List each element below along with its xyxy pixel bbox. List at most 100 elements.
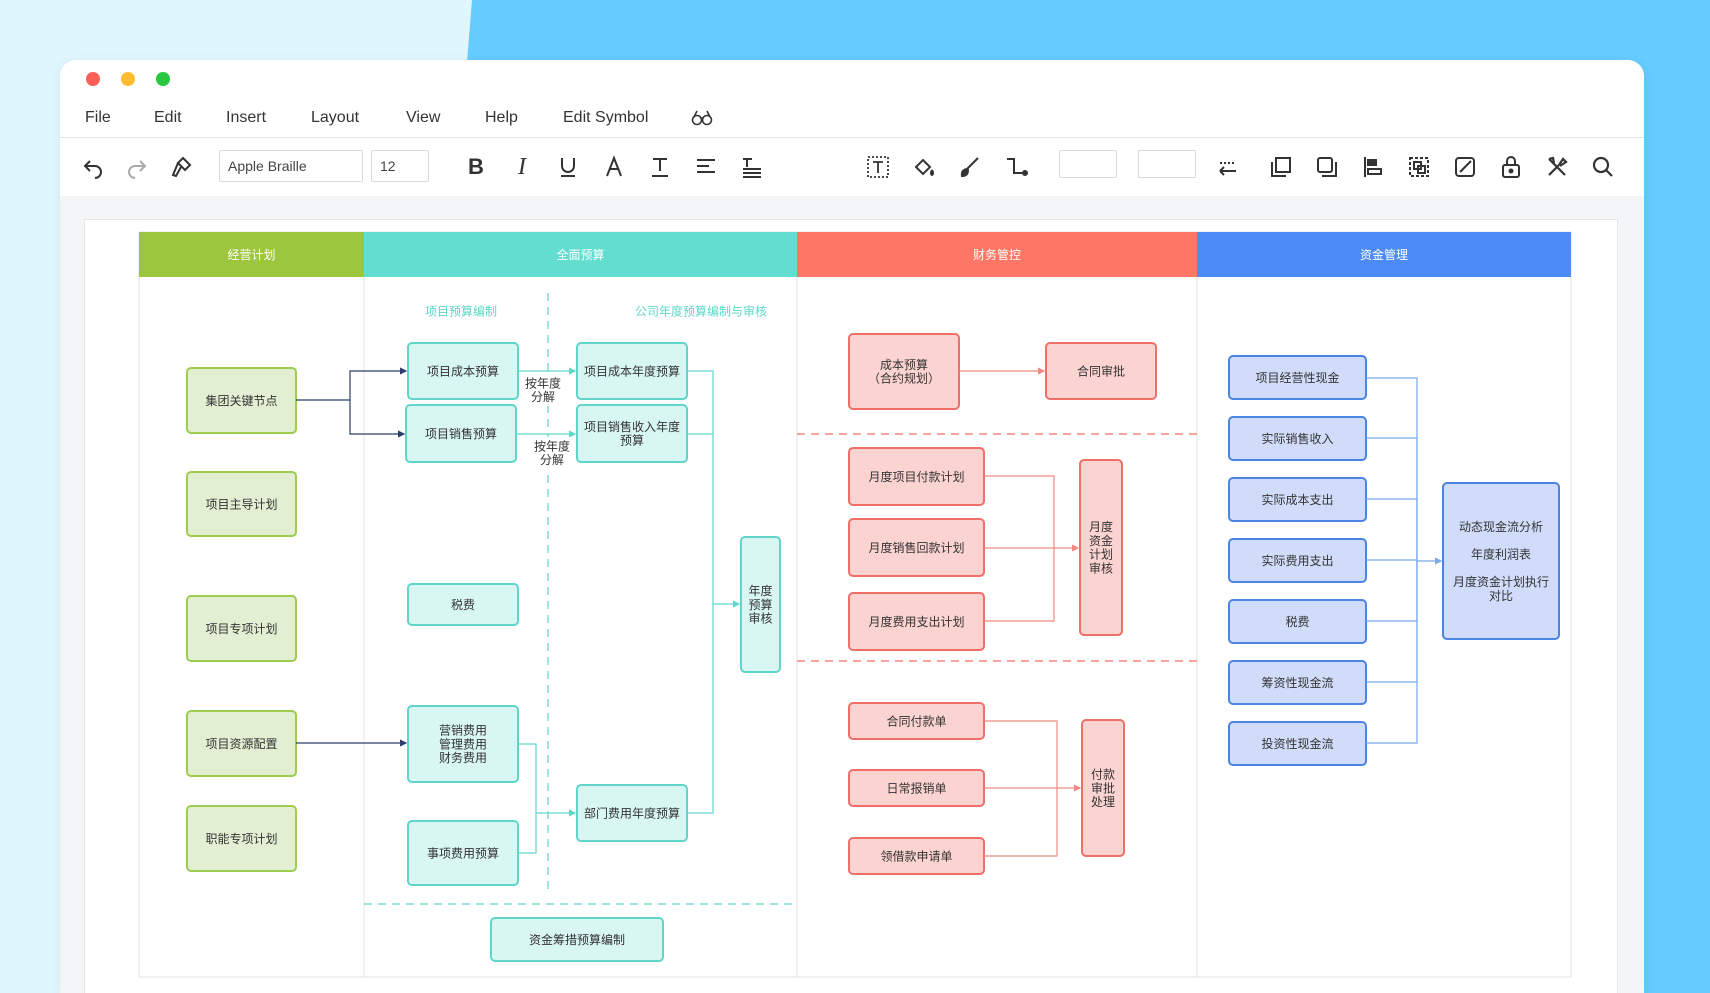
lane-title: 资金管理	[1360, 247, 1408, 262]
line-spacing-icon[interactable]	[737, 152, 767, 182]
menu-edit-symbol[interactable]: Edit Symbol	[563, 109, 649, 126]
control-node-5[interactable]: 月度费用支出计划	[848, 592, 985, 651]
fund-node-5[interactable]: 税费	[1228, 599, 1367, 644]
search-icon[interactable]	[1588, 152, 1618, 182]
node-text: 项目销售收入年度预算	[584, 419, 680, 448]
menu-edit[interactable]: Edit	[154, 109, 182, 126]
italic-icon[interactable]: I	[518, 153, 526, 180]
text-box-icon[interactable]	[863, 152, 893, 182]
budget-node-8[interactable]: 部门费用年度预算	[576, 784, 688, 842]
font-size-input[interactable]: 12	[371, 150, 429, 182]
budget-node-2[interactable]: 项目销售预算	[405, 404, 517, 463]
fund-node-8[interactable]: 动态现金流分析年度利润表月度资金计划执行对比	[1442, 482, 1560, 640]
menu-view[interactable]: View	[406, 109, 441, 126]
undo-icon[interactable]	[78, 152, 108, 182]
menu-bar: File Edit Insert Layout View Help Edit S…	[60, 100, 1644, 138]
lane-2[interactable]: 全面预算	[363, 232, 797, 977]
swimlane-flowchart[interactable]: 经营计划全面预算财务管控资金管理项目预算编制公司年度预算编制与审核集团关键节点项…	[85, 220, 1619, 993]
menu-insert[interactable]: Insert	[226, 109, 267, 126]
lock-icon[interactable]	[1496, 152, 1526, 182]
plan-node-4[interactable]: 项目资源配置	[186, 710, 297, 777]
line-style-icon[interactable]	[1213, 152, 1243, 182]
budget-node-3[interactable]: 税费	[407, 583, 519, 626]
control-node-9[interactable]: 领借款申请单	[848, 837, 985, 875]
binoculars-icon[interactable]	[691, 108, 713, 133]
node-text: 资金筹措预算编制	[529, 932, 625, 947]
control-node-1[interactable]: 成本预算（合约规划）	[848, 333, 960, 410]
budget-node-4[interactable]: 营销费用管理费用财务费用	[407, 705, 519, 783]
font-color-icon[interactable]	[599, 152, 629, 182]
node-text: 实际费用支出	[1261, 553, 1333, 568]
close-button[interactable]	[86, 72, 100, 86]
fund-node-3[interactable]: 实际成本支出	[1228, 477, 1367, 522]
align-icon[interactable]	[691, 152, 721, 182]
fund-node-1[interactable]: 项目经营性现金	[1228, 355, 1367, 400]
diagram-page[interactable]: 经营计划全面预算财务管控资金管理项目预算编制公司年度预算编制与审核集团关键节点项…	[84, 219, 1618, 993]
sublabel-annual-budget: 公司年度预算编制与审核	[635, 303, 767, 318]
connector-line	[984, 475, 1080, 552]
menu-file[interactable]: File	[85, 109, 111, 126]
format-painter-icon[interactable]	[166, 152, 196, 182]
plan-node-1[interactable]: 集团关键节点	[186, 367, 297, 434]
plan-node-2[interactable]: 项目主导计划	[186, 471, 297, 537]
shadow-icon[interactable]	[1312, 152, 1342, 182]
lane-4[interactable]: 资金管理	[1196, 232, 1571, 977]
edit-shape-icon[interactable]	[1450, 152, 1480, 182]
node-text: 付款审批处理	[1091, 768, 1115, 810]
node-text: 项目成本预算	[427, 363, 499, 378]
plan-node-5[interactable]: 职能专项计划	[186, 805, 297, 872]
connector-icon[interactable]	[1001, 152, 1031, 182]
node-text: 项目成本年度预算	[584, 363, 680, 378]
control-node-10[interactable]: 付款审批处理	[1081, 719, 1125, 857]
control-node-3[interactable]: 月度项目付款计划	[848, 447, 985, 506]
bold-icon[interactable]: B	[468, 154, 484, 179]
line-dash-input[interactable]	[1138, 150, 1196, 178]
node-text: 项目主导计划	[205, 497, 277, 511]
edge-label-text: 按年度分解	[534, 438, 570, 467]
control-node-2[interactable]: 合同审批	[1045, 342, 1157, 400]
tools-icon[interactable]	[1542, 152, 1572, 182]
menu-layout[interactable]: Layout	[311, 109, 360, 126]
connector-line	[687, 370, 741, 608]
bring-front-icon[interactable]	[1266, 152, 1296, 182]
lane-header	[364, 232, 797, 277]
redo-icon[interactable]	[122, 152, 152, 182]
fund-node-4[interactable]: 实际费用支出	[1228, 538, 1367, 583]
node-text: 实际成本支出	[1261, 492, 1333, 507]
zoom-button[interactable]	[156, 72, 170, 86]
plan-node-3[interactable]: 项目专项计划	[186, 595, 297, 662]
control-node-4[interactable]: 月度销售回款计划	[848, 518, 985, 577]
menu-help[interactable]: Help	[485, 109, 518, 126]
font-name-input[interactable]: Apple Braille	[219, 150, 363, 182]
lane-3[interactable]: 财务管控	[796, 232, 1197, 977]
edge-label-1: 按年度分解	[522, 374, 566, 406]
fund-node-7[interactable]: 投资性现金流	[1228, 721, 1367, 766]
line-color-icon[interactable]	[955, 152, 985, 182]
underline-icon[interactable]	[553, 152, 583, 182]
minimize-button[interactable]	[121, 72, 135, 86]
canvas-area[interactable]: 经营计划全面预算财务管控资金管理项目预算编制公司年度预算编制与审核集团关键节点项…	[60, 196, 1644, 993]
budget-node-6[interactable]: 项目成本年度预算	[576, 342, 688, 400]
lane-1[interactable]: 经营计划	[139, 232, 364, 277]
connector-line	[1366, 498, 1418, 561]
node-text: 月度项目付款计划	[868, 469, 964, 484]
text-style-icon[interactable]	[645, 152, 675, 182]
line-width-input[interactable]	[1059, 150, 1117, 178]
budget-node-9[interactable]: 年度预算审核	[740, 536, 781, 673]
budget-node-7[interactable]: 项目销售收入年度预算	[576, 404, 688, 463]
lane-header	[797, 232, 1197, 277]
fill-icon[interactable]	[909, 152, 939, 182]
node-text: 领借款申请单	[880, 849, 952, 863]
budget-node-1[interactable]: 项目成本预算	[407, 342, 519, 400]
node-text: 项目专项计划	[205, 621, 277, 636]
control-node-8[interactable]: 日常报销单	[848, 769, 985, 807]
budget-node-5[interactable]: 事项费用预算	[407, 820, 519, 886]
control-node-7[interactable]: 合同付款单	[848, 702, 985, 740]
fund-node-2[interactable]: 实际销售收入	[1228, 416, 1367, 461]
group-icon[interactable]	[1404, 152, 1434, 182]
fund-node-6[interactable]: 筹资性现金流	[1228, 660, 1367, 705]
budget-node-10[interactable]: 资金筹措预算编制	[490, 917, 664, 962]
node-text: 集团关键节点	[205, 393, 277, 408]
align-objects-icon[interactable]	[1358, 152, 1388, 182]
control-node-6[interactable]: 月度资金计划审核	[1079, 459, 1123, 636]
